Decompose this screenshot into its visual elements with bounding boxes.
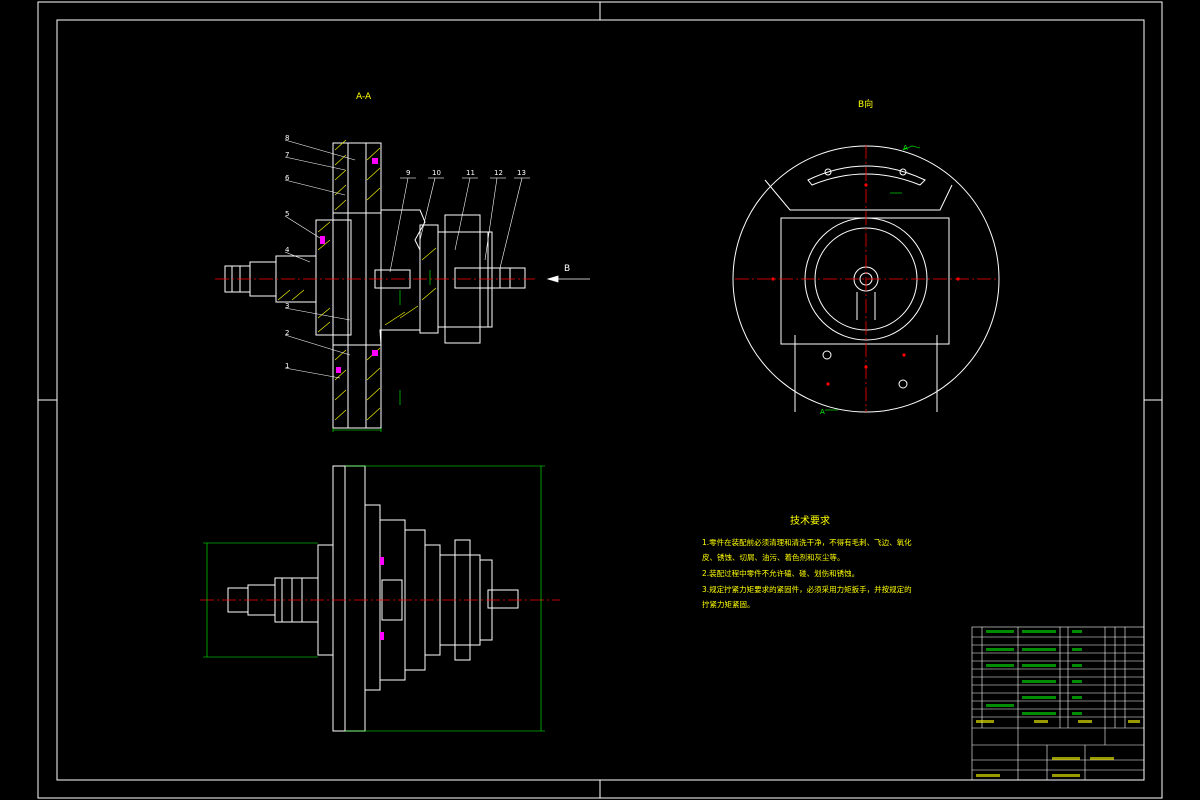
balloon-1: 1 <box>285 362 289 370</box>
balloon-11: 11 <box>466 169 475 177</box>
balloon-8: 8 <box>285 134 289 142</box>
tech-line-4: 3.规定拧紧力矩要求的紧固件，必须采用力矩扳手，并按规定的 <box>702 584 912 594</box>
elevation-view <box>200 465 560 732</box>
title-block-text <box>986 630 1082 715</box>
tech-requirements: 技术要求 1.零件在装配前必须清理和清洗干净，不得有毛刺、飞边、氧化 皮、锈蚀、… <box>702 514 912 609</box>
tech-requirements-title: 技术要求 <box>790 514 830 527</box>
tech-line-1: 1.零件在装配前必须清理和清洗干净，不得有毛刺、飞边、氧化 <box>702 537 912 547</box>
section-aa-view: A-A <box>215 92 590 432</box>
balloon-6: 6 <box>285 174 290 182</box>
arrow-b-label: B <box>564 264 570 274</box>
balloon-2: 2 <box>285 329 289 337</box>
tech-line-5: 拧紧力矩紧固。 <box>702 599 755 609</box>
balloon-4: 4 <box>285 246 290 254</box>
view-b-label: B向 <box>858 98 873 110</box>
balloon-3: 3 <box>285 302 289 310</box>
title-block <box>971 626 1145 781</box>
balloon-5: 5 <box>285 210 289 218</box>
tech-line-2: 皮、锈蚀、切屑、油污、着色剂和灰尘等。 <box>702 552 845 562</box>
arrow-a-top-label: A <box>903 144 908 152</box>
title-block-labels <box>976 720 1140 777</box>
drawing-frame <box>37 1 1163 799</box>
tech-line-3: 2.装配过程中零件不允许磕、碰、划伤和锈蚀。 <box>702 568 859 578</box>
balloon-13: 13 <box>517 169 526 177</box>
view-b: B向 A A <box>732 98 1000 416</box>
balloon-9: 9 <box>406 169 410 177</box>
balloon-12: 12 <box>494 169 503 177</box>
balloon-10: 10 <box>432 169 441 177</box>
balloon-7: 7 <box>285 151 289 159</box>
arrow-a-bottom-label: A <box>820 408 825 416</box>
section-aa-label: A-A <box>356 92 372 102</box>
